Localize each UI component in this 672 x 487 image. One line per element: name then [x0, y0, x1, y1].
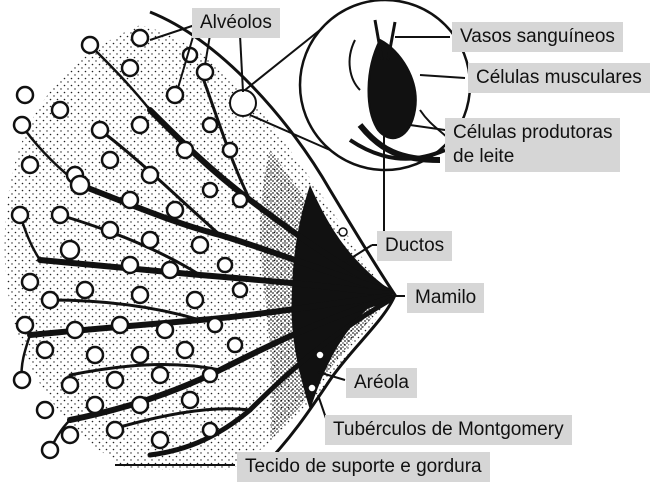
label-ductos: Ductos: [377, 231, 452, 261]
label-celulas-produtoras-line2: de leite: [453, 145, 612, 169]
label-vasos-sanguineos: Vasos sanguíneos: [452, 22, 623, 52]
label-celulas-produtoras: Células produtoras de leite: [445, 118, 620, 172]
alveolus-zoom-marker: [230, 90, 256, 116]
label-celulas-produtoras-line1: Células produtoras: [453, 121, 612, 145]
label-areola: Aréola: [346, 368, 417, 398]
label-tuberculos-montgomery: Tubérculos de Montgomery: [325, 415, 572, 445]
label-alveolos: Alvéolos: [192, 8, 280, 38]
label-celulas-musculares: Células musculares: [468, 63, 650, 93]
label-tecido-suporte: Tecido de suporte e gordura: [237, 452, 490, 482]
label-mamilo: Mamilo: [407, 283, 484, 313]
